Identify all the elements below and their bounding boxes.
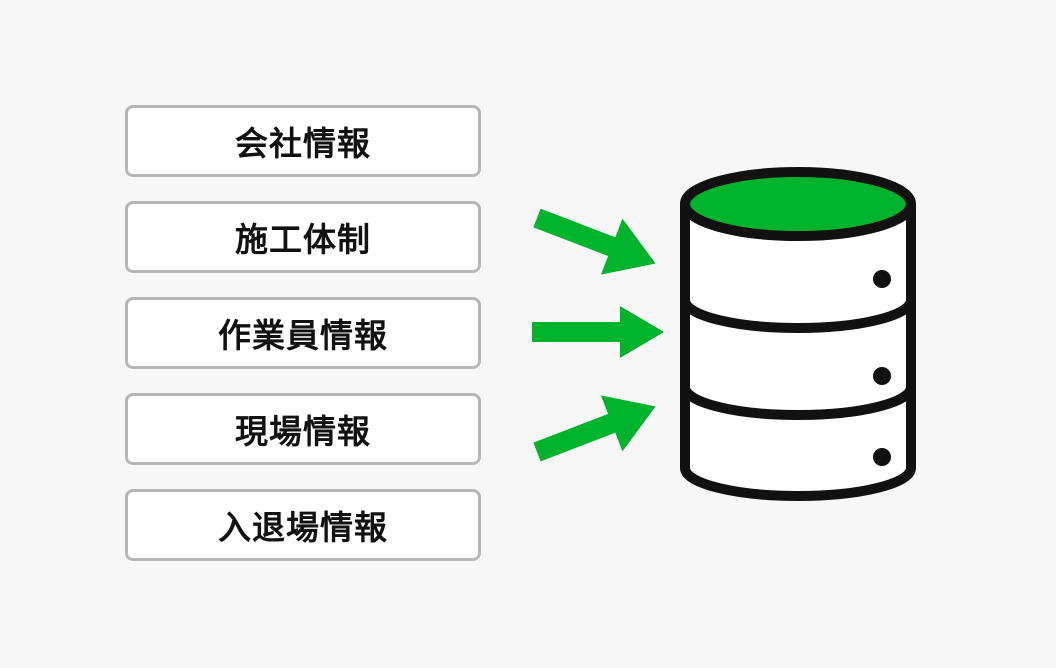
arrow-right-icon	[533, 208, 656, 275]
info-box-entry-exit: 入退場情報	[125, 489, 481, 561]
info-box-site: 現場情報	[125, 393, 481, 465]
info-box-construction-structure: 施工体制	[125, 201, 481, 273]
database-indicator-dot	[873, 270, 891, 466]
info-box-label: 入退場情報	[218, 508, 388, 547]
info-box-worker: 作業員情報	[125, 297, 481, 369]
arrow-right-icon	[533, 395, 656, 462]
database-icon	[680, 167, 916, 501]
info-box-label: 会社情報	[235, 124, 371, 163]
info-box-company: 会社情報	[125, 105, 481, 177]
arrow-right-icon	[532, 306, 664, 358]
info-box-label: 現場情報	[235, 412, 371, 451]
info-box-label: 作業員情報	[218, 316, 388, 355]
info-box-label: 施工体制	[235, 220, 371, 259]
